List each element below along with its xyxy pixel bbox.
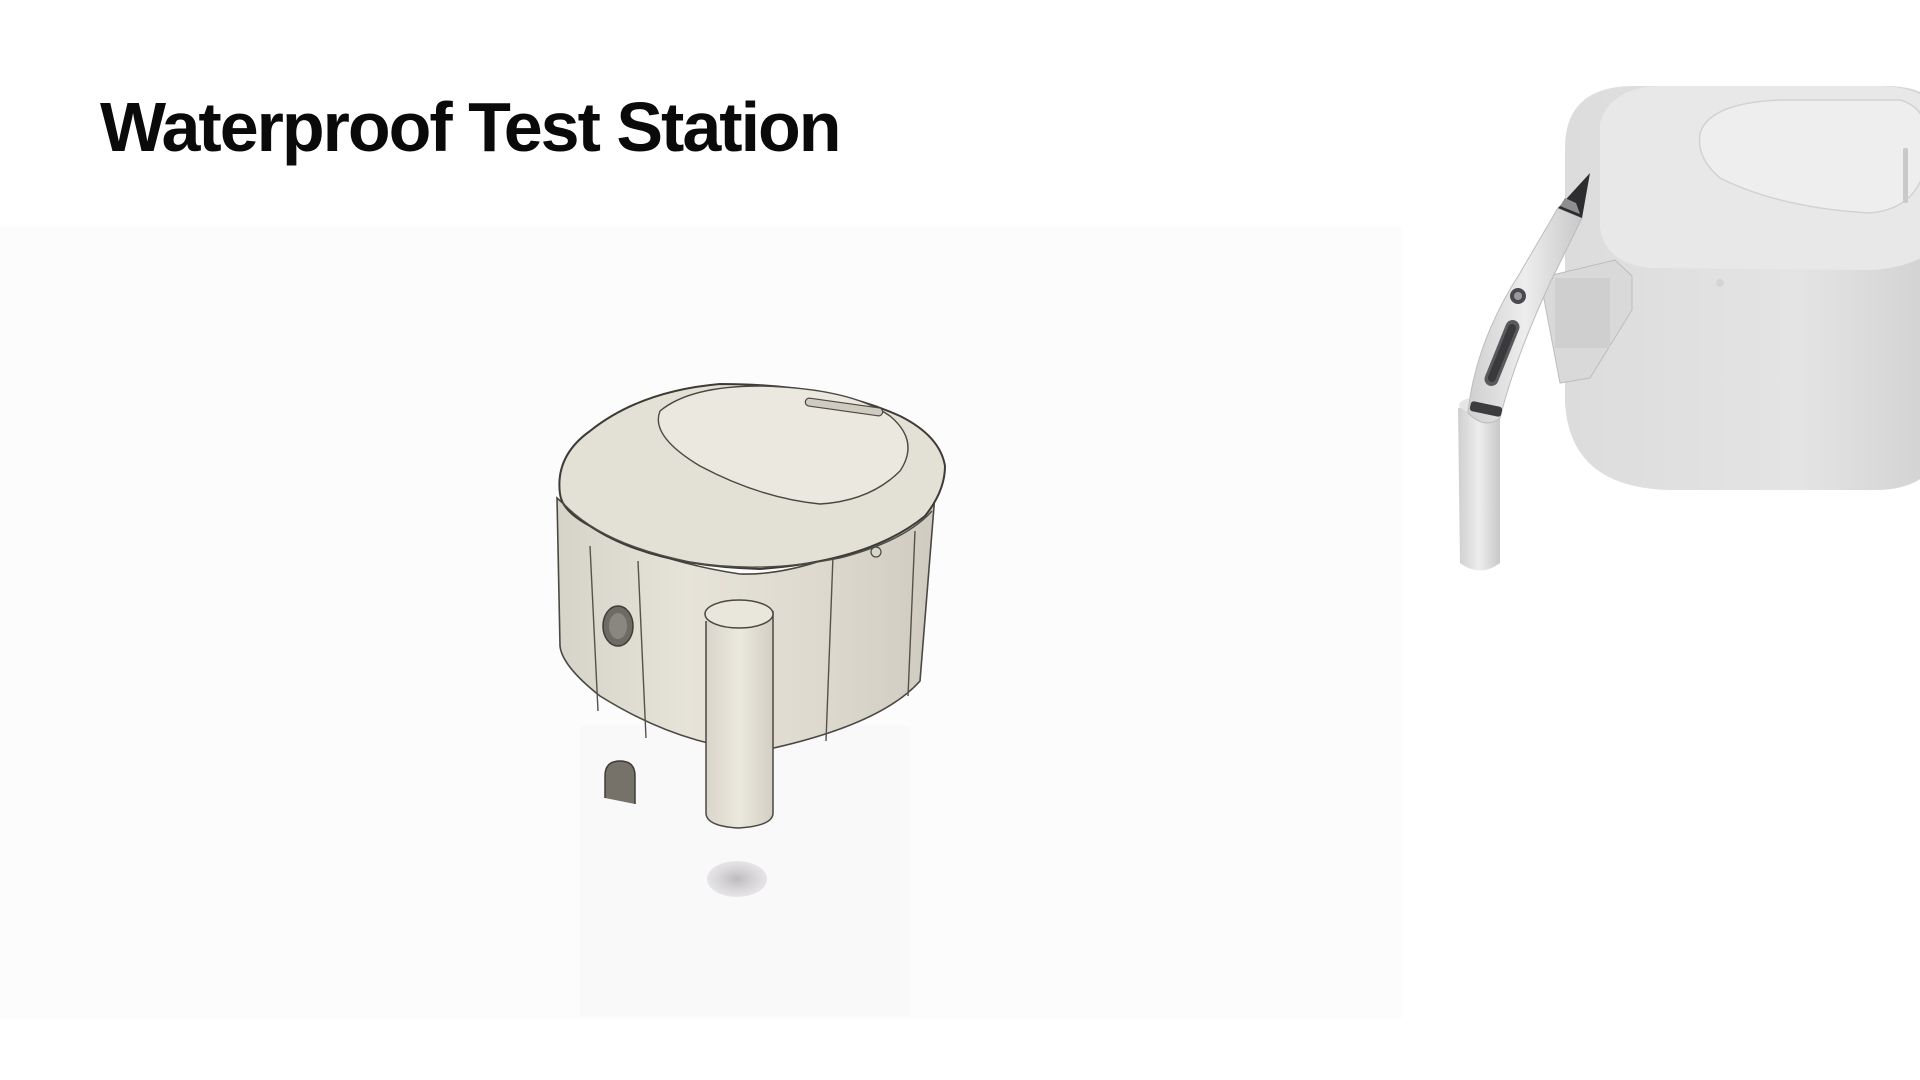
product-render-panel bbox=[1400, 78, 1920, 598]
product-render-station-with-pen-icon bbox=[1458, 86, 1920, 571]
slide-title: Waterproof Test Station bbox=[100, 88, 842, 166]
cad-render-test-station-icon bbox=[556, 382, 947, 1016]
cad-render-panel bbox=[0, 226, 1402, 1018]
